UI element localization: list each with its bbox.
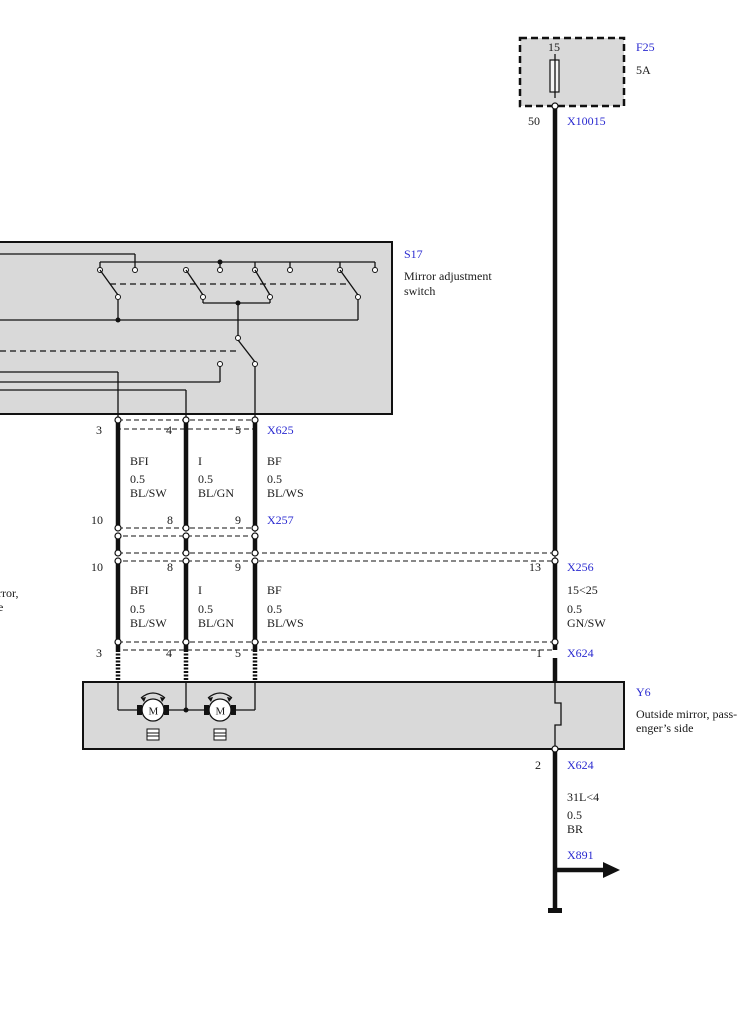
x256-connector-outline xyxy=(117,552,556,562)
svg-text:M: M xyxy=(149,706,159,718)
wire-lower-4-color: GN/SW xyxy=(567,616,606,630)
left-partial-line2: e xyxy=(0,600,3,614)
wire-upper-1-size: 0.5 xyxy=(130,472,145,486)
wire-lower-1-signal: BFI xyxy=(130,583,149,597)
x625-pin-5: 5 xyxy=(235,423,241,437)
fuse-pin-out: 50 xyxy=(528,114,540,128)
mirror-name-line2: enger’s side xyxy=(636,721,693,735)
wire-upper-1-signal: BFI xyxy=(130,454,149,468)
pin-contact-19 xyxy=(251,638,259,646)
pin-contact-14 xyxy=(182,557,190,565)
x624-top-id: X624 xyxy=(567,646,594,660)
x257-pin-10: 10 xyxy=(91,513,103,527)
x624-bottom-pin: 2 xyxy=(535,758,541,772)
wire-upper-3-color: BL/WS xyxy=(267,486,304,500)
pin-contact-0 xyxy=(114,416,122,424)
pin-contact-7 xyxy=(182,532,190,540)
wire-upper-2-signal: I xyxy=(198,454,202,468)
pin-contact-5 xyxy=(251,524,259,532)
pin-contact-1 xyxy=(182,416,190,424)
x256-pin-9: 9 xyxy=(235,560,241,574)
wire-lower-1-color: BL/SW xyxy=(130,616,167,630)
pin-contact-2 xyxy=(251,416,259,424)
wire-lower-1-size: 0.5 xyxy=(130,602,145,616)
pin-contact-16 xyxy=(551,557,559,565)
pin-contact-4 xyxy=(182,524,190,532)
pin-contact-20 xyxy=(551,638,559,646)
mirror-pin-stubs xyxy=(115,650,258,682)
svg-text:M: M xyxy=(216,706,226,718)
wire-lower-3-color: BL/WS xyxy=(267,616,304,630)
x625-id: X625 xyxy=(267,423,294,437)
fuse-connector-id: X10015 xyxy=(567,114,606,128)
ground-wire-signal: 31L<4 xyxy=(567,790,599,804)
pin-contact-21 xyxy=(551,102,559,110)
x256-pin-10: 10 xyxy=(91,560,103,574)
x624-pin-3: 3 xyxy=(96,646,102,660)
wire-upper-2-size: 0.5 xyxy=(198,472,213,486)
pin-contact-17 xyxy=(114,638,122,646)
mirror-name-line1: Outside mirror, pass- xyxy=(636,707,737,721)
x257-pin-9: 9 xyxy=(235,513,241,527)
wire-upper-3-size: 0.5 xyxy=(267,472,282,486)
x624-pin-5: 5 xyxy=(235,646,241,660)
fuse-pin-in: 15 xyxy=(548,40,560,54)
x624-top-connector-outline xyxy=(117,641,556,651)
pin-contact-15 xyxy=(251,557,259,565)
x624-pin-1: 1 xyxy=(536,646,542,660)
x257-id: X257 xyxy=(267,513,294,527)
pin-contact-10 xyxy=(182,549,190,557)
x625-pin-3: 3 xyxy=(96,423,102,437)
fuse-box xyxy=(518,36,626,108)
switch-name-line1: Mirror adjustment xyxy=(404,269,492,283)
x624-bottom-id: X624 xyxy=(567,758,594,772)
ground-ref-arrow-icon xyxy=(603,862,620,878)
switch-internals xyxy=(0,253,378,420)
fuse-id: F25 xyxy=(636,40,655,54)
mirror-id: Y6 xyxy=(636,685,651,699)
ground-wire-color: BR xyxy=(567,822,583,836)
wire-upper-3-signal: BF xyxy=(267,454,282,468)
switch-id: S17 xyxy=(404,247,423,261)
pin-contact-6 xyxy=(114,532,122,540)
pin-contact-markers xyxy=(114,102,559,753)
wire-lower-3-size: 0.5 xyxy=(267,602,282,616)
x257-pin-8: 8 xyxy=(167,513,173,527)
wire-lower-2-color: BL/GN xyxy=(198,616,234,630)
pin-contact-3 xyxy=(114,524,122,532)
ground-ref-id: X891 xyxy=(567,848,594,862)
pin-contact-13 xyxy=(114,557,122,565)
x256-pin-8: 8 xyxy=(167,560,173,574)
pin-contact-9 xyxy=(114,549,122,557)
wire-lower-2-signal: I xyxy=(198,583,202,597)
x256-pin-13: 13 xyxy=(529,560,541,574)
mirror-box xyxy=(82,681,625,750)
wire-upper-1-color: BL/SW xyxy=(130,486,167,500)
wire-lower-4-size: 0.5 xyxy=(567,602,582,616)
wire-lower-3-signal: BF xyxy=(267,583,282,597)
pin-contact-22 xyxy=(551,745,559,753)
x625-pin-4: 4 xyxy=(166,423,172,437)
pin-contact-11 xyxy=(251,549,259,557)
mirror-motor-circuit: M M xyxy=(117,682,562,749)
pin-contact-8 xyxy=(251,532,259,540)
fuse-rating: 5A xyxy=(636,63,651,77)
x256-id: X256 xyxy=(567,560,594,574)
switch-name-line2: switch xyxy=(404,284,435,298)
left-partial-line1: rror, xyxy=(0,586,19,600)
switch-box xyxy=(0,241,393,415)
ground-wire-size: 0.5 xyxy=(567,808,582,822)
pin-contact-18 xyxy=(182,638,190,646)
wire-lower-4-signal: 15<25 xyxy=(567,583,598,597)
wire-upper-2-color: BL/GN xyxy=(198,486,234,500)
x624-pin-4: 4 xyxy=(166,646,172,660)
pin-contact-12 xyxy=(551,549,559,557)
wire-lower-2-size: 0.5 xyxy=(198,602,213,616)
ground-end-cap xyxy=(548,908,562,913)
